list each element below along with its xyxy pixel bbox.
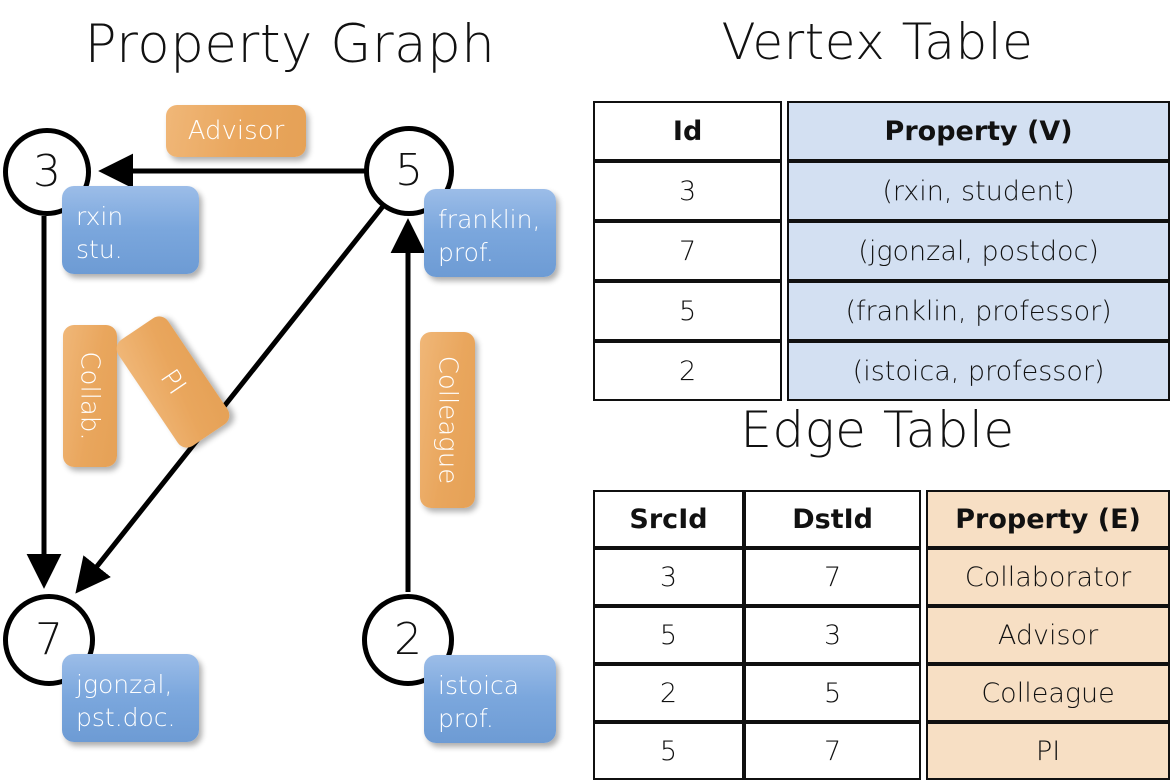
edge-5-to-7 <box>75 203 386 594</box>
vertex-cell-id: 2 <box>593 341 783 401</box>
vertex-cell-id: 7 <box>593 221 783 281</box>
graph-node-5: 5 <box>364 126 454 216</box>
vertex-table-column-gap <box>782 281 788 341</box>
vertex-cell-id: 3 <box>593 161 783 221</box>
vertex-cell-property: (franklin, professor) <box>787 281 1170 341</box>
edge-table: SrcId DstId Property (E) 3 7 Collaborato… <box>593 490 1170 780</box>
vertex-table-header-row: Id Property (V) <box>593 101 1170 161</box>
edge-table-header-row: SrcId DstId Property (E) <box>593 490 1170 548</box>
edge-table-column-gap <box>921 722 927 780</box>
vertex-cell-property: (jgonzal, postdoc) <box>787 221 1170 281</box>
page-title-property-graph: Property Graph <box>84 14 496 75</box>
edge-table-col-dstid: DstId <box>743 490 922 548</box>
table-row: 5 3 Advisor <box>593 606 1170 664</box>
edge-cell-property: Colleague <box>926 664 1170 722</box>
vertex-table-col-property: Property (V) <box>787 101 1170 161</box>
vertex-property-box-7: jgonzal, pst.doc. <box>62 654 199 742</box>
edge-table-column-gap <box>921 606 927 664</box>
edge-table-col-srcid: SrcId <box>593 490 744 548</box>
edge-cell-property: PI <box>926 722 1170 780</box>
vertex-table: Id Property (V) 3 (rxin, student) 7 (jgo… <box>593 101 1170 401</box>
property-graph-panel: Property Graph Advisor Collab. PI Collea… <box>0 0 585 760</box>
vertex-property-box-5: franklin, prof. <box>424 189 556 277</box>
table-row: 5 7 PI <box>593 722 1170 780</box>
edge-cell-srcid: 5 <box>593 606 744 664</box>
edge-label-advisor-text: Advisor <box>187 116 285 146</box>
page-title-vertex-table: Vertex Table <box>721 13 1034 71</box>
edge-cell-dstid: 7 <box>743 548 922 606</box>
table-row: 2 5 Colleague <box>593 664 1170 722</box>
edge-label-pi-text: PI <box>154 363 192 401</box>
edge-table-column-gap <box>921 490 927 548</box>
edge-cell-property: Advisor <box>926 606 1170 664</box>
vertex-table-column-gap <box>782 341 788 401</box>
vertex-table-column-gap <box>782 161 788 221</box>
edge-table-column-gap <box>921 548 927 606</box>
graph-edges-layer <box>26 153 426 594</box>
table-row: 3 (rxin, student) <box>593 161 1170 221</box>
page-title-edge-table: Edge Table <box>740 401 1015 459</box>
vertex-property-box-3: rxin stu. <box>62 186 199 274</box>
table-row: 2 (istoica, professor) <box>593 341 1170 401</box>
graph-node-2: 2 <box>362 594 454 686</box>
vertex-property-box-2: istoica prof. <box>424 655 556 743</box>
vertex-cell-id: 5 <box>593 281 783 341</box>
edge-cell-srcid: 5 <box>593 722 744 780</box>
edge-label-collab: Collab. <box>63 325 117 467</box>
edge-label-colleague-text: Colleague <box>432 355 463 485</box>
vertex-table-column-gap <box>782 221 788 281</box>
edge-cell-property: Collaborator <box>926 548 1170 606</box>
edge-label-advisor: Advisor <box>166 105 306 157</box>
vertex-table-col-id: Id <box>593 101 783 161</box>
vertex-cell-property: (istoica, professor) <box>787 341 1170 401</box>
edge-cell-dstid: 7 <box>743 722 922 780</box>
edge-label-collab-text: Collab. <box>75 351 105 441</box>
edge-cell-dstid: 5 <box>743 664 922 722</box>
vertex-cell-property: (rxin, student) <box>787 161 1170 221</box>
edge-table-col-property: Property (E) <box>926 490 1170 548</box>
edge-cell-srcid: 2 <box>593 664 744 722</box>
edge-label-colleague: Colleague <box>420 332 475 508</box>
edge-table-column-gap <box>921 664 927 722</box>
table-row: 5 (franklin, professor) <box>593 281 1170 341</box>
edge-cell-dstid: 3 <box>743 606 922 664</box>
table-row: 3 7 Collaborator <box>593 548 1170 606</box>
edge-cell-srcid: 3 <box>593 548 744 606</box>
table-row: 7 (jgonzal, postdoc) <box>593 221 1170 281</box>
vertex-table-column-gap <box>782 101 788 161</box>
